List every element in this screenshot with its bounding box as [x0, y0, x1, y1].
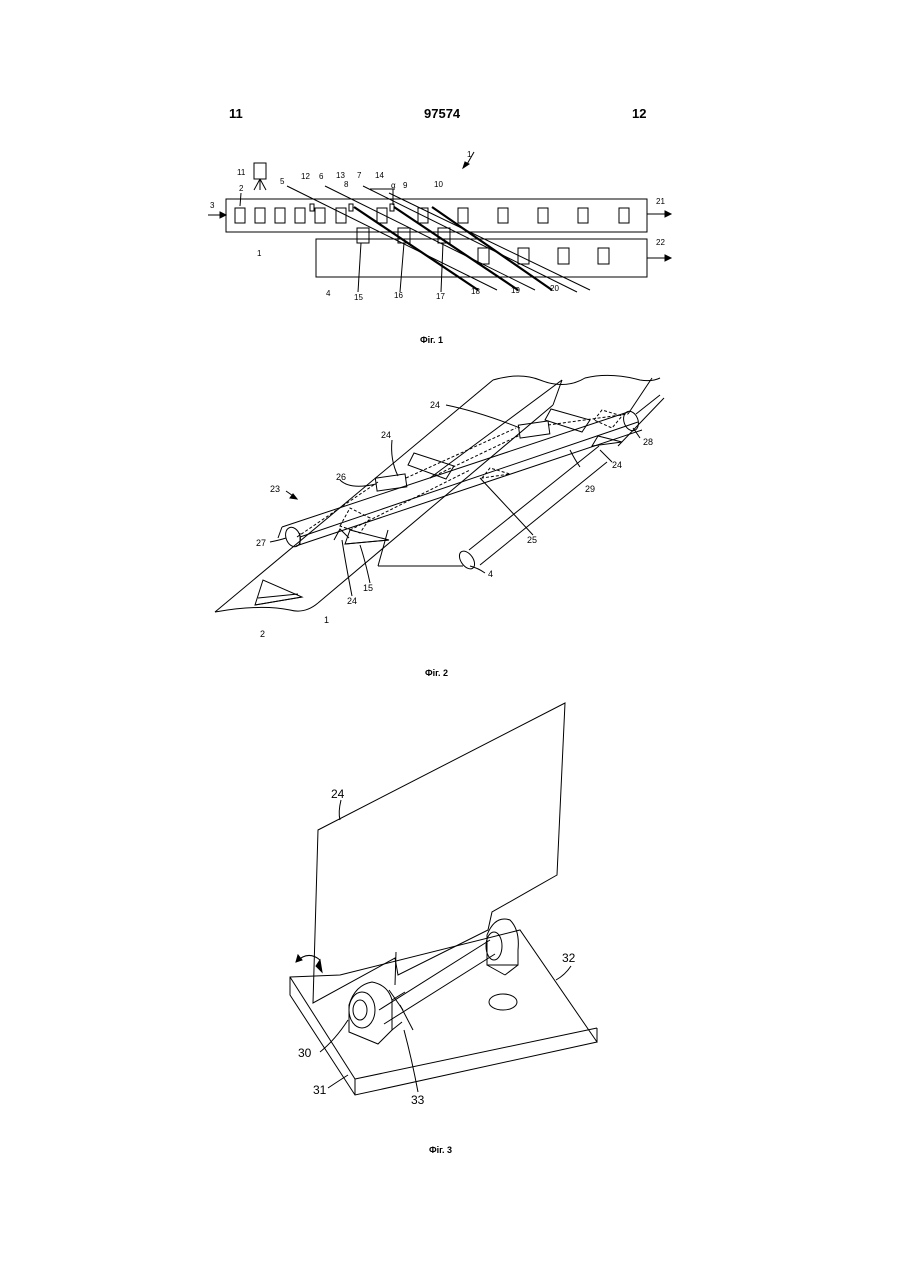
fig2-label-24-mid: 24: [381, 430, 391, 440]
fig1-label-15: 15: [354, 293, 363, 302]
fig1-label-14: 14: [375, 171, 384, 180]
fig1-label-11: 11: [237, 168, 246, 177]
fig1-label-20: 20: [550, 284, 559, 293]
fig1-label-8: 8: [344, 180, 349, 189]
fig1-label-19: 19: [511, 286, 520, 295]
fig1-label-2: 2: [239, 184, 244, 193]
fig3-label-32: 32: [562, 951, 576, 965]
fig1-caption: Фіг. 1: [420, 335, 443, 345]
fig1-label-7: 7: [357, 171, 362, 180]
fig1-label-22: 22: [656, 238, 665, 247]
fig2-label-23: 23: [270, 484, 280, 494]
fig2-caption: Фіг. 2: [425, 668, 448, 678]
fig2-label-26: 26: [336, 472, 346, 482]
fig2-label-25: 25: [527, 535, 537, 545]
camera-11: [254, 163, 266, 190]
hole-32: [489, 994, 517, 1010]
fig2-label-4: 4: [488, 569, 493, 579]
fig1-label-18: 18: [471, 287, 480, 296]
fig2-label-28: 28: [643, 437, 653, 447]
fig1-label-3: 3: [210, 201, 215, 210]
fig1-label-12: 12: [301, 172, 310, 181]
fig1-label-5: 5: [280, 177, 285, 186]
figure-1: [208, 152, 671, 292]
fig2-label-27: 27: [256, 538, 266, 548]
fig1-label-17: 17: [436, 292, 445, 301]
fig1-label-21: 21: [656, 197, 665, 206]
base-plate-31: [290, 930, 597, 1095]
fig2-label-24-bottom: 24: [347, 596, 357, 606]
bearing-right: [486, 919, 518, 975]
fig2-label-24-right: 24: [612, 460, 622, 470]
hidden-lines: [297, 410, 628, 537]
figure-3: [290, 703, 597, 1095]
fig1-label-13: 13: [336, 171, 345, 180]
fig3-label-31: 31: [313, 1083, 327, 1097]
fig1-label-10: 10: [434, 180, 443, 189]
panel-24: [313, 703, 565, 1003]
figure-2: [215, 375, 664, 612]
fig3-label-30: 30: [298, 1046, 312, 1060]
conveyor-4-sheet: [378, 446, 607, 572]
fig3-label-33: 33: [411, 1093, 425, 1107]
fig1-label-9: 9: [403, 181, 408, 190]
fig1-label-1-arrow: 1: [467, 150, 472, 159]
fig2-label-2: 2: [260, 629, 265, 639]
fig2-label-29: 29: [585, 484, 595, 494]
fig1-label-16: 16: [394, 291, 403, 300]
fig2-label-24-top: 24: [430, 400, 440, 410]
products-upper: [235, 208, 629, 223]
fig2-label-1: 1: [324, 615, 329, 625]
bearing-30: [349, 982, 405, 1044]
fig1-label-6: 6: [319, 172, 324, 181]
fig3-label-24: 24: [331, 787, 345, 801]
fig3-caption: Фіг. 3: [429, 1145, 452, 1155]
fig1-label-4: 4: [326, 289, 331, 298]
fig1-label-1-conveyor: 1: [257, 249, 262, 258]
fig2-label-15: 15: [363, 583, 373, 593]
fig1-label-alpha: α: [391, 181, 396, 190]
